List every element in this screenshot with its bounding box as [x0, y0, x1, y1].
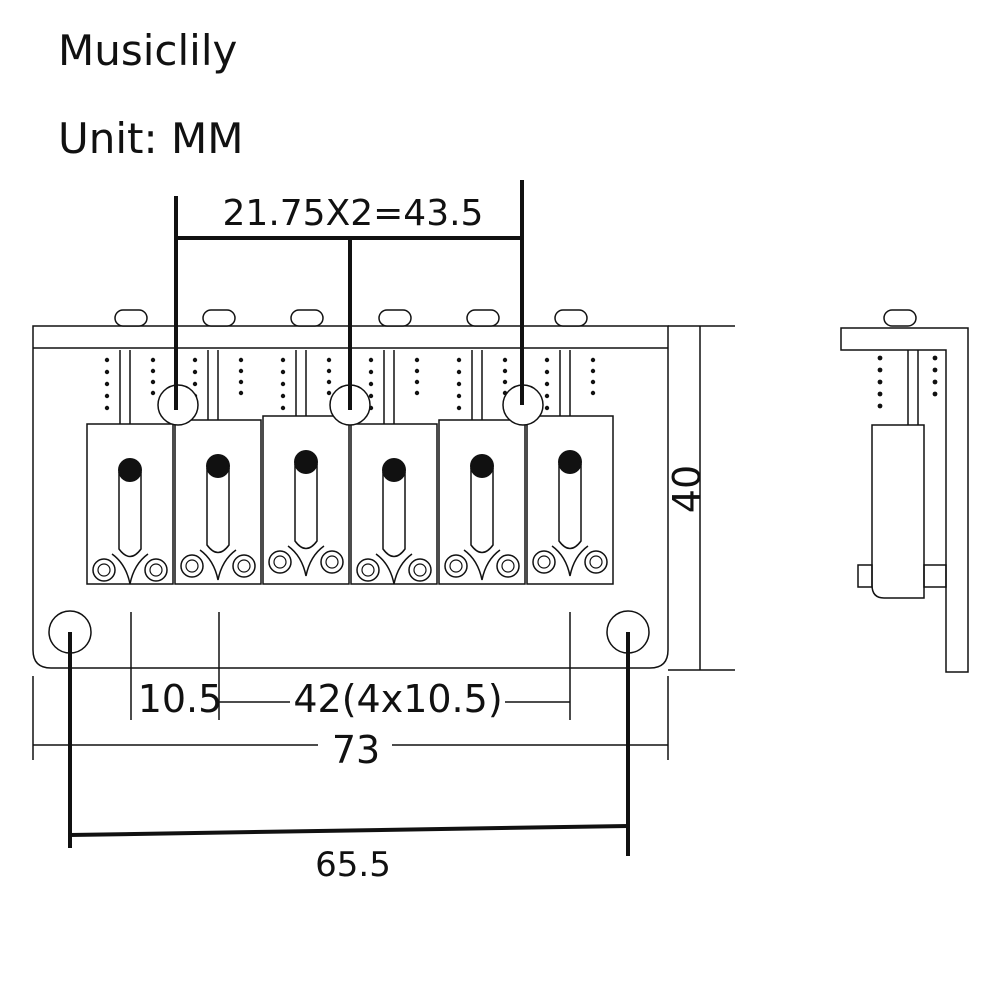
- saddle-screw: [118, 458, 142, 482]
- saddle-small-screw: [92, 558, 116, 582]
- saddle-screw: [294, 450, 318, 474]
- height-screw: [378, 309, 412, 327]
- height-label: 40: [665, 465, 709, 513]
- saddle-small-screw: [320, 550, 344, 574]
- height-screw: [466, 309, 500, 327]
- saddle-small-screw: [444, 554, 468, 578]
- height-screw: [554, 309, 588, 327]
- saddle-screw: [470, 454, 494, 478]
- saddle-screw: [382, 458, 406, 482]
- saddle-small-screw: [584, 550, 608, 574]
- saddle: [350, 423, 438, 585]
- height-screw: [202, 309, 236, 327]
- saddle-small-screw: [532, 550, 556, 574]
- brand-title: Musiclily: [58, 26, 238, 75]
- mount-span-label: 65.5: [315, 845, 391, 885]
- saddle-small-screw: [144, 558, 168, 582]
- side-view: [840, 309, 969, 673]
- saddle-span-label: 21.75X2=43.5: [223, 193, 484, 234]
- saddle-small-screw: [232, 554, 256, 578]
- total-width-label: 73: [332, 728, 380, 772]
- saddle-small-screw: [408, 558, 432, 582]
- height-screw: [114, 309, 148, 327]
- unit-label: Unit: MM: [58, 114, 244, 163]
- saddle-small-screw: [356, 558, 380, 582]
- first-offset-label: 10.5: [138, 677, 223, 721]
- saddle: [86, 423, 174, 585]
- base-plate: [32, 325, 669, 669]
- saddle-small-screw: [180, 554, 204, 578]
- saddle-screw: [558, 450, 582, 474]
- spacing-label: 42(4x10.5): [293, 677, 502, 721]
- saddle-small-screw: [496, 554, 520, 578]
- height-screw: [290, 309, 324, 327]
- saddle-screw: [206, 454, 230, 478]
- mount-span-line: [69, 824, 629, 837]
- saddle-small-screw: [268, 550, 292, 574]
